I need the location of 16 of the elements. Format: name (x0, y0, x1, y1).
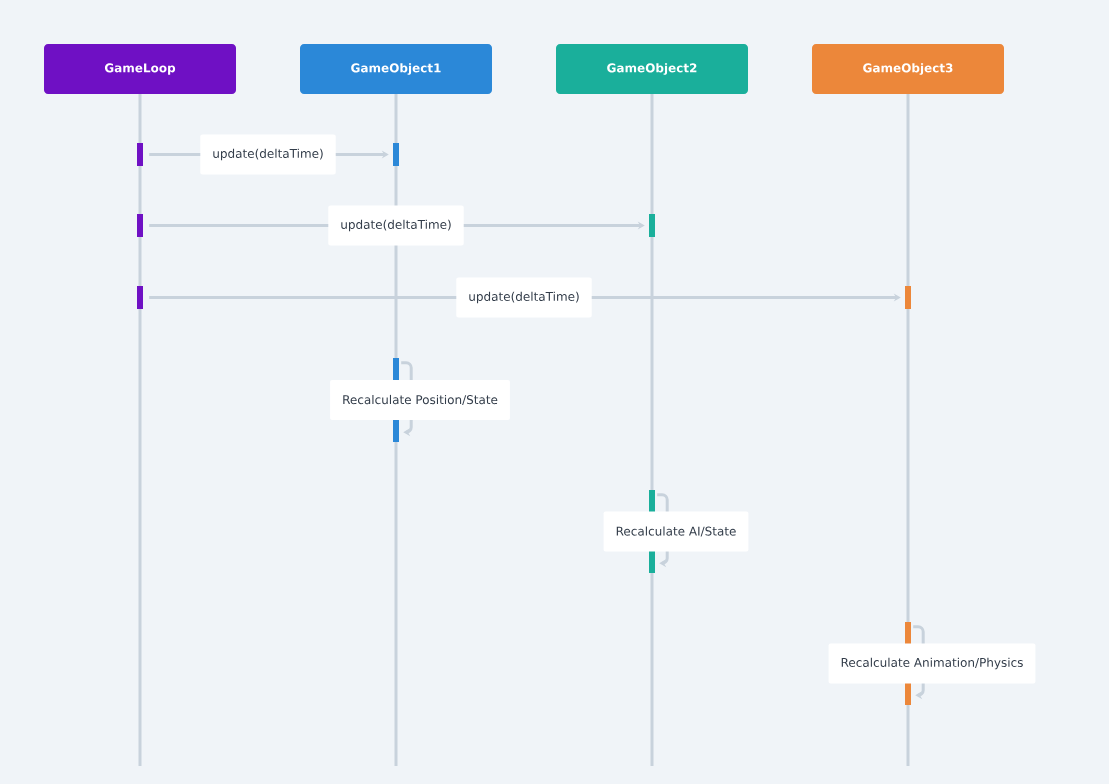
activation-bar (137, 143, 143, 166)
participant-box: GameObject1 (300, 44, 492, 94)
activation-bar (649, 214, 655, 237)
activation-bar (137, 214, 143, 237)
participant-box: GameLoop (44, 44, 236, 94)
message-label: update(deltaTime) (456, 277, 592, 318)
message-label: Recalculate Position/State (330, 380, 510, 420)
message-label: Recalculate AI/State (603, 511, 749, 552)
message-label: Recalculate Animation/Physics (828, 643, 1036, 684)
participant-box: GameObject3 (812, 44, 1004, 94)
message-label: update(deltaTime) (328, 205, 464, 246)
activation-bar (905, 286, 911, 309)
activation-bar (393, 143, 399, 166)
activation-bar (137, 286, 143, 309)
participant-box: GameObject2 (556, 44, 748, 94)
message-label: update(deltaTime) (200, 134, 336, 175)
